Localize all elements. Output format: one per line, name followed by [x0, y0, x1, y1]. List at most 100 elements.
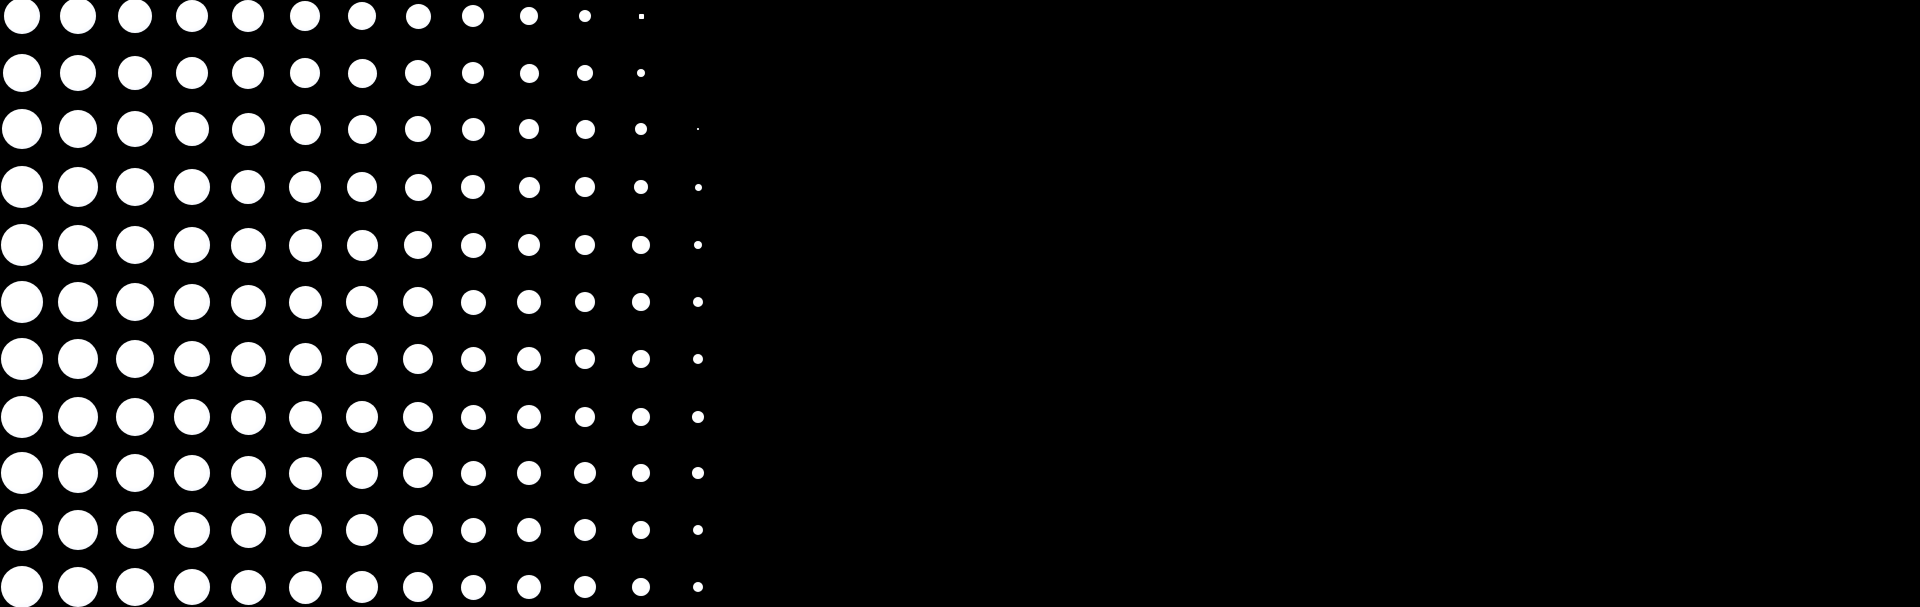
halftone-dot	[290, 1, 320, 31]
halftone-dot	[2, 109, 42, 149]
halftone-dot	[405, 116, 431, 142]
halftone-dot	[1, 338, 43, 380]
halftone-dot	[517, 461, 541, 485]
halftone-dot	[460, 460, 486, 486]
halftone-dot	[232, 57, 264, 89]
halftone-dot	[58, 167, 98, 207]
halftone-dot	[347, 114, 377, 144]
halftone-dot	[118, 0, 152, 33]
halftone-dot	[288, 570, 322, 604]
halftone-dot	[346, 571, 378, 603]
halftone-dot	[59, 110, 97, 148]
halftone-dot	[60, 55, 96, 91]
halftone-dot	[404, 231, 432, 259]
halftone-dot	[174, 512, 210, 548]
halftone-dot	[637, 69, 645, 77]
halftone-dot	[693, 354, 703, 364]
halftone-dot	[518, 176, 540, 198]
halftone-dot	[346, 286, 378, 318]
halftone-dot	[231, 170, 265, 204]
halftone-dot	[174, 399, 210, 435]
halftone-dot	[461, 175, 485, 199]
halftone-dot	[517, 518, 541, 542]
halftone-dot	[176, 0, 208, 32]
halftone-dot	[632, 408, 650, 426]
halftone-dot	[632, 521, 650, 539]
halftone-dot	[697, 128, 699, 130]
halftone-dot	[574, 519, 596, 541]
halftone-dot	[634, 180, 648, 194]
halftone-dot	[231, 112, 265, 146]
halftone-dot	[575, 119, 595, 139]
halftone-dot	[460, 289, 486, 315]
halftone-dot	[1, 396, 43, 438]
halftone-dot	[58, 282, 98, 322]
halftone-dot	[574, 462, 596, 484]
halftone-dot	[288, 513, 322, 547]
halftone-dot	[520, 7, 538, 25]
halftone-dot	[58, 225, 98, 265]
halftone-dot	[116, 568, 154, 606]
halftone-dot	[694, 183, 702, 191]
halftone-dot	[289, 171, 321, 203]
halftone-dot	[288, 228, 322, 262]
halftone-dot	[462, 5, 484, 27]
halftone-dot	[346, 401, 378, 433]
halftone-dot	[693, 525, 703, 535]
halftone-dot	[1, 166, 43, 208]
halftone-dot	[1, 566, 43, 607]
halftone-dot	[58, 397, 98, 437]
halftone-dot	[230, 341, 266, 377]
halftone-dot	[403, 344, 433, 374]
halftone-dot	[692, 467, 704, 479]
halftone-dot	[632, 236, 650, 254]
halftone-dot	[116, 511, 154, 549]
halftone-dot	[58, 453, 98, 493]
halftone-dot	[632, 350, 650, 368]
halftone-dot	[116, 226, 154, 264]
halftone-dot	[174, 284, 210, 320]
halftone-dot	[230, 455, 266, 491]
halftone-dot	[460, 404, 486, 430]
halftone-dot	[289, 113, 321, 145]
halftone-dot	[1, 509, 43, 551]
halftone-dot	[574, 576, 596, 598]
halftone-dot	[403, 458, 433, 488]
halftone-dot	[462, 62, 484, 84]
halftone-dot	[174, 227, 210, 263]
halftone-dot	[632, 464, 650, 482]
halftone-dot	[174, 169, 210, 205]
halftone-dot	[3, 54, 41, 92]
halftone-dot	[694, 241, 702, 249]
halftone-dot	[575, 407, 595, 427]
halftone-dot	[232, 0, 264, 32]
halftone-dot	[632, 293, 650, 311]
halftone-dot	[58, 339, 98, 379]
halftone-dot	[58, 510, 98, 550]
halftone-dot	[1, 224, 43, 266]
halftone-dot	[230, 512, 266, 548]
halftone-dot	[58, 567, 98, 607]
halftone-dot	[405, 60, 431, 86]
halftone-dot	[403, 572, 433, 602]
halftone-dot	[174, 455, 210, 491]
halftone-dot	[632, 578, 650, 596]
halftone-dot	[346, 343, 378, 375]
halftone-dot	[638, 13, 644, 19]
halftone-dot	[116, 340, 154, 378]
halftone-dot	[347, 58, 377, 88]
halftone-dot	[230, 284, 266, 320]
halftone-dot	[405, 3, 431, 29]
halftone-dot	[460, 574, 486, 600]
halftone-dot	[692, 411, 704, 423]
halftone-dot	[517, 405, 541, 429]
halftone-dot	[517, 575, 541, 599]
halftone-dot	[403, 515, 433, 545]
halftone-dot	[693, 297, 703, 307]
halftone-dot	[346, 457, 378, 489]
halftone-dot	[288, 285, 322, 319]
halftone-dot	[460, 517, 486, 543]
halftone-dot	[175, 112, 209, 146]
halftone-dot	[288, 342, 322, 376]
